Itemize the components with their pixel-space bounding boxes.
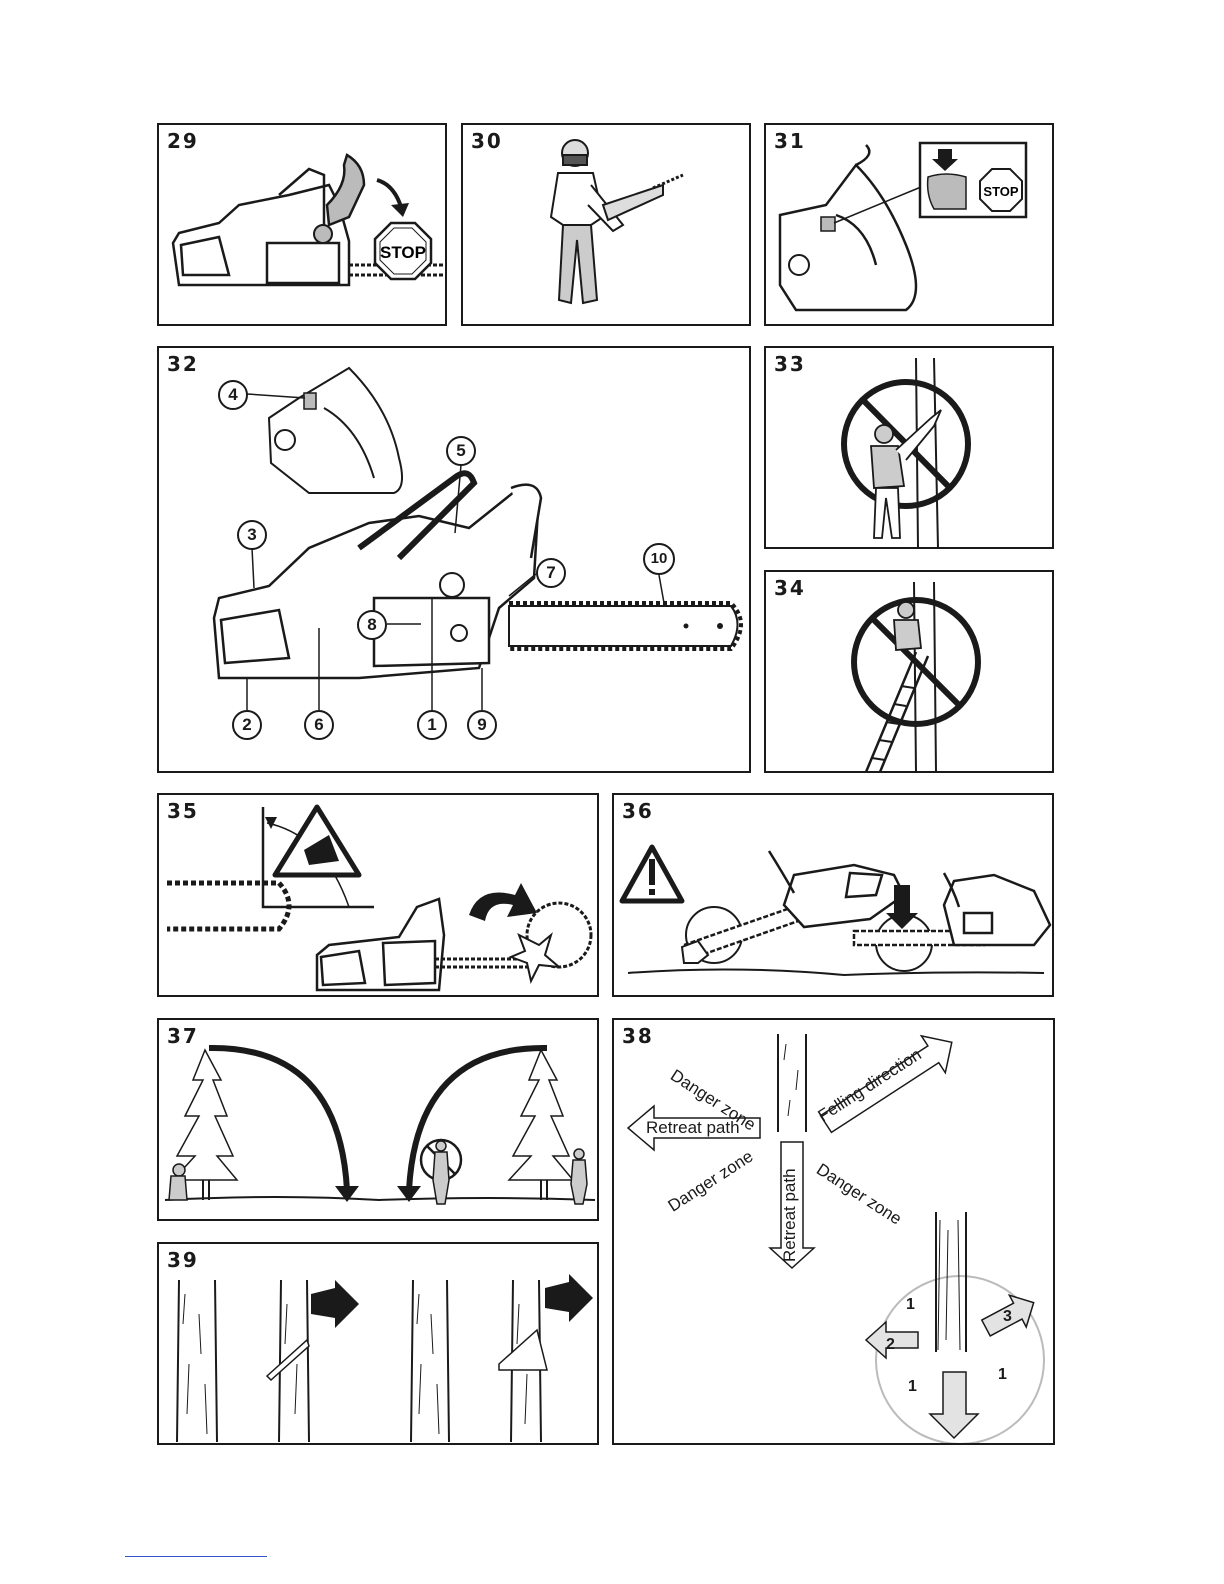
- zone-number: 1: [908, 1378, 917, 1396]
- callout-6: 6: [304, 710, 334, 740]
- figure-33-panel: 33: [764, 346, 1054, 549]
- callout-8: 8: [357, 610, 387, 640]
- callout-10: 10: [643, 543, 675, 575]
- figure-39-panel: 39: [157, 1242, 599, 1445]
- callout-3: 3: [237, 520, 267, 550]
- figure-31-panel: 31 STOP: [764, 123, 1054, 326]
- callout-4: 4: [218, 380, 248, 410]
- footer-rule: [125, 1556, 267, 1557]
- figure-32-panel: 32: [157, 346, 751, 773]
- pinch-kickback-illustration: [614, 795, 1054, 997]
- stop-sign-text: STOP: [380, 243, 426, 262]
- felling-distance-illustration: [159, 1020, 599, 1221]
- operator-holding-chainsaw: [463, 125, 751, 326]
- figure-29-panel: 29 STOP: [157, 123, 447, 326]
- zone-number: 1: [906, 1296, 915, 1314]
- zone-number: 1: [998, 1366, 1007, 1384]
- figure-35-panel: 35: [157, 793, 599, 997]
- prohibited-ladder-cutting: [766, 572, 1054, 773]
- retreat-path-label: Retreat path: [646, 1118, 740, 1138]
- callout-2: 2: [232, 710, 262, 740]
- figure-30-panel: 30: [461, 123, 751, 326]
- callout-9: 9: [467, 710, 497, 740]
- chainsaw-stop-illustration: STOP: [159, 125, 447, 326]
- felling-notch-steps: [159, 1244, 599, 1445]
- prohibited-one-hand-cutting: [766, 348, 1054, 549]
- figure-38-panel: 38 Danger zone Danger zone Danger zone R…: [612, 1018, 1055, 1445]
- figure-34-panel: 34: [764, 570, 1054, 773]
- retreat-path-label: Retreat path: [780, 1168, 800, 1262]
- stop-switch-illustration: STOP: [766, 125, 1054, 326]
- stop-sign-text: STOP: [983, 184, 1018, 199]
- figure-37-panel: 37: [157, 1018, 599, 1221]
- callout-1: 1: [417, 710, 447, 740]
- callout-5: 5: [446, 436, 476, 466]
- callout-7: 7: [536, 558, 566, 588]
- kickback-illustration: [159, 795, 599, 997]
- zone-number: 3: [1003, 1308, 1012, 1326]
- figure-36-panel: 36: [612, 793, 1054, 997]
- zone-number: 2: [886, 1336, 895, 1354]
